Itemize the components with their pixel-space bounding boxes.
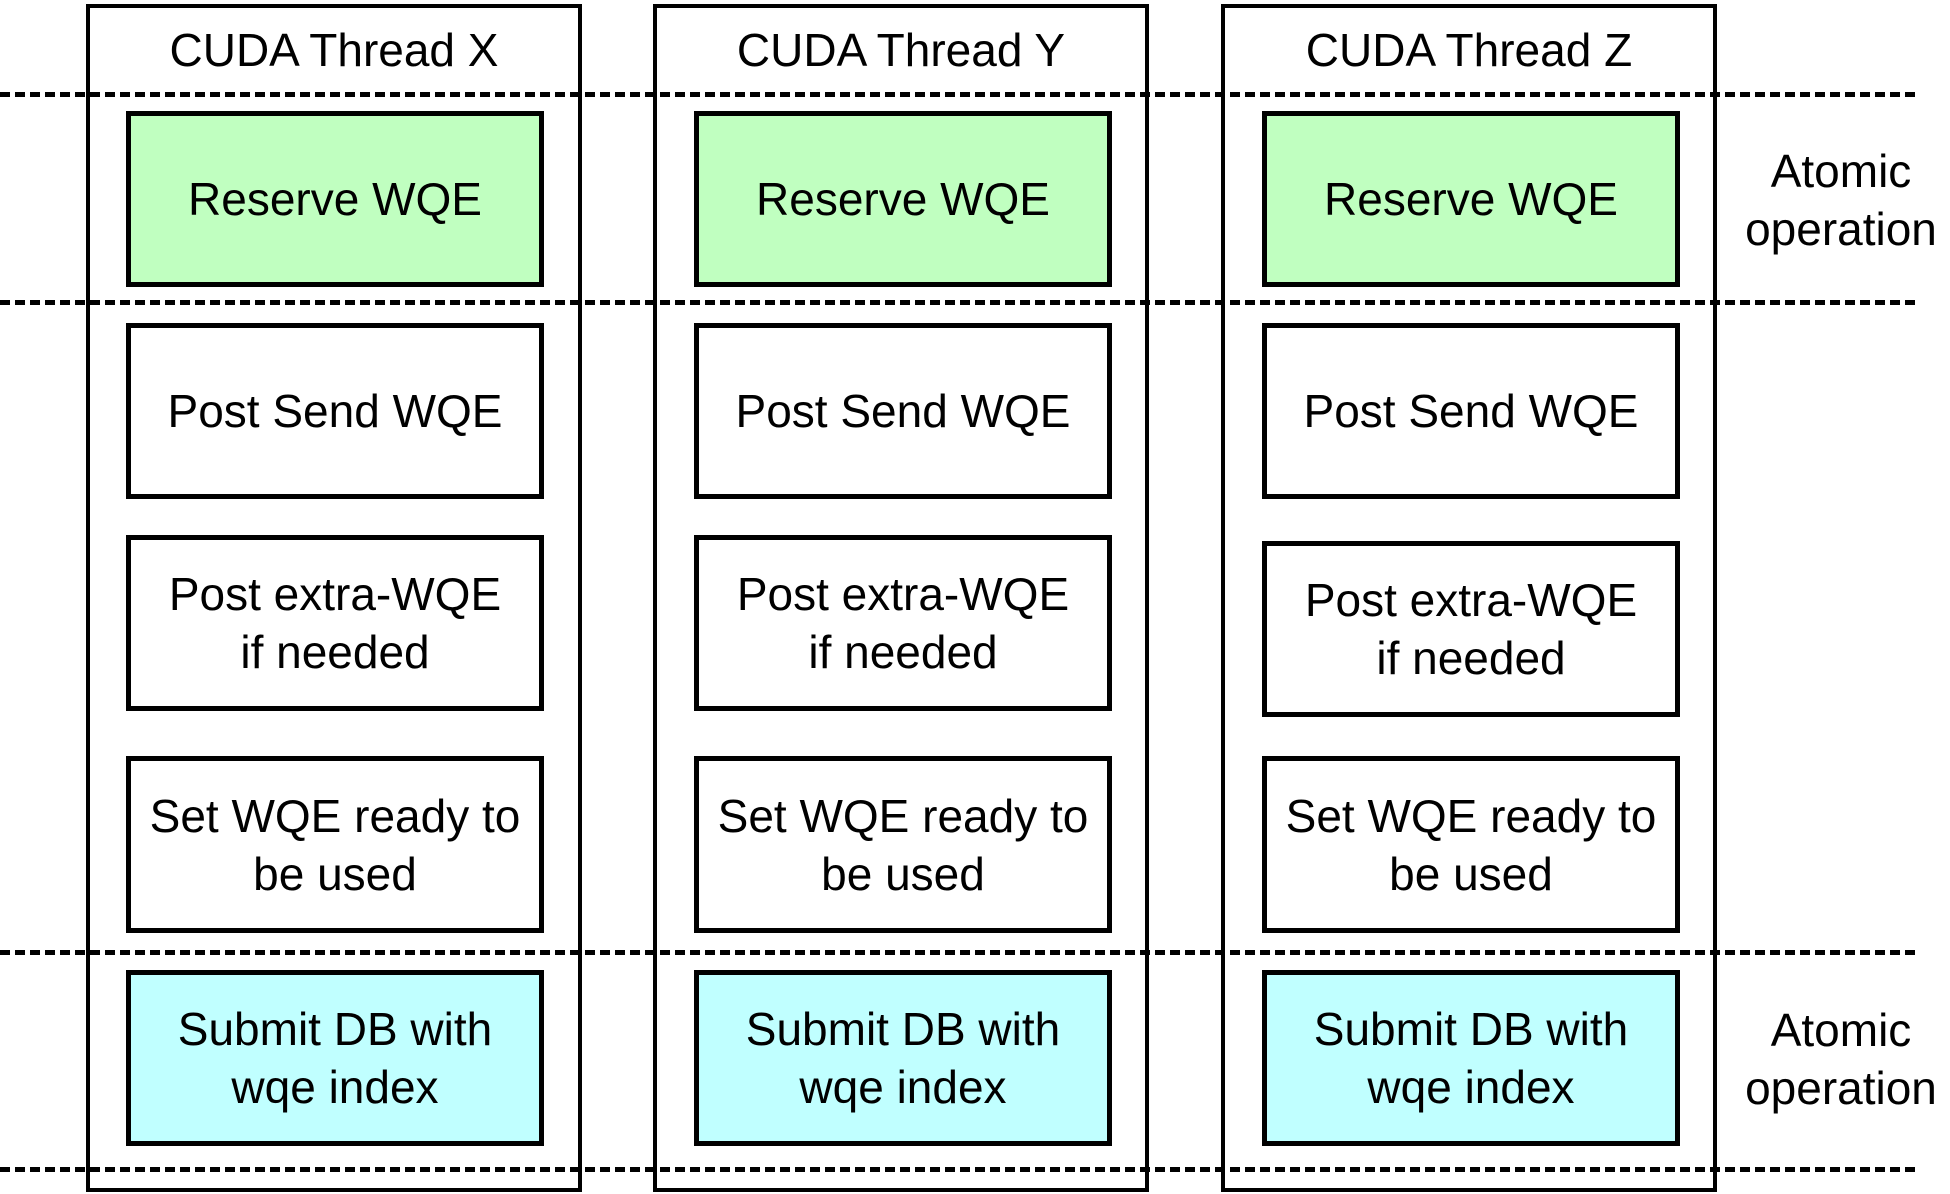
thread-column-x: CUDA Thread X: [86, 4, 582, 1192]
thread-title-y: CUDA Thread Y: [736, 24, 1066, 76]
set-wqe-ready-box-x: Set WQE ready to be used: [126, 756, 544, 933]
submit-db-box-z: Submit DB with wqe index: [1262, 970, 1680, 1146]
thread-column-z: CUDA Thread Z: [1221, 4, 1717, 1192]
post-send-wqe-box-y: Post Send WQE: [694, 323, 1112, 499]
post-send-wqe-box-z: Post Send WQE: [1262, 323, 1680, 499]
thread-title-z: CUDA Thread Z: [1305, 24, 1633, 76]
post-extra-wqe-box-z: Post extra-WQE if needed: [1262, 541, 1680, 717]
separator-line-before-submit: [0, 950, 1915, 955]
reserve-wqe-box-z: Reserve WQE: [1262, 111, 1680, 287]
thread-title-x: CUDA Thread X: [169, 24, 499, 76]
atomic-operation-label-bottom: Atomic operation: [1745, 1004, 1937, 1114]
reserve-wqe-box-x: Reserve WQE: [126, 111, 544, 287]
set-wqe-ready-box-z: Set WQE ready to be used: [1262, 756, 1680, 933]
set-wqe-ready-box-y: Set WQE ready to be used: [694, 756, 1112, 933]
atomic-operation-label-top: Atomic operation: [1745, 145, 1937, 255]
submit-db-box-y: Submit DB with wqe index: [694, 970, 1112, 1146]
thread-column-y: CUDA Thread Y: [653, 4, 1149, 1192]
separator-line-top: [0, 92, 1915, 97]
post-extra-wqe-box-x: Post extra-WQE if needed: [126, 535, 544, 711]
separator-line-after-reserve: [0, 300, 1915, 305]
post-send-wqe-box-x: Post Send WQE: [126, 323, 544, 499]
reserve-wqe-box-y: Reserve WQE: [694, 111, 1112, 287]
separator-line-bottom: [0, 1167, 1915, 1172]
submit-db-box-x: Submit DB with wqe index: [126, 970, 544, 1146]
post-extra-wqe-box-y: Post extra-WQE if needed: [694, 535, 1112, 711]
